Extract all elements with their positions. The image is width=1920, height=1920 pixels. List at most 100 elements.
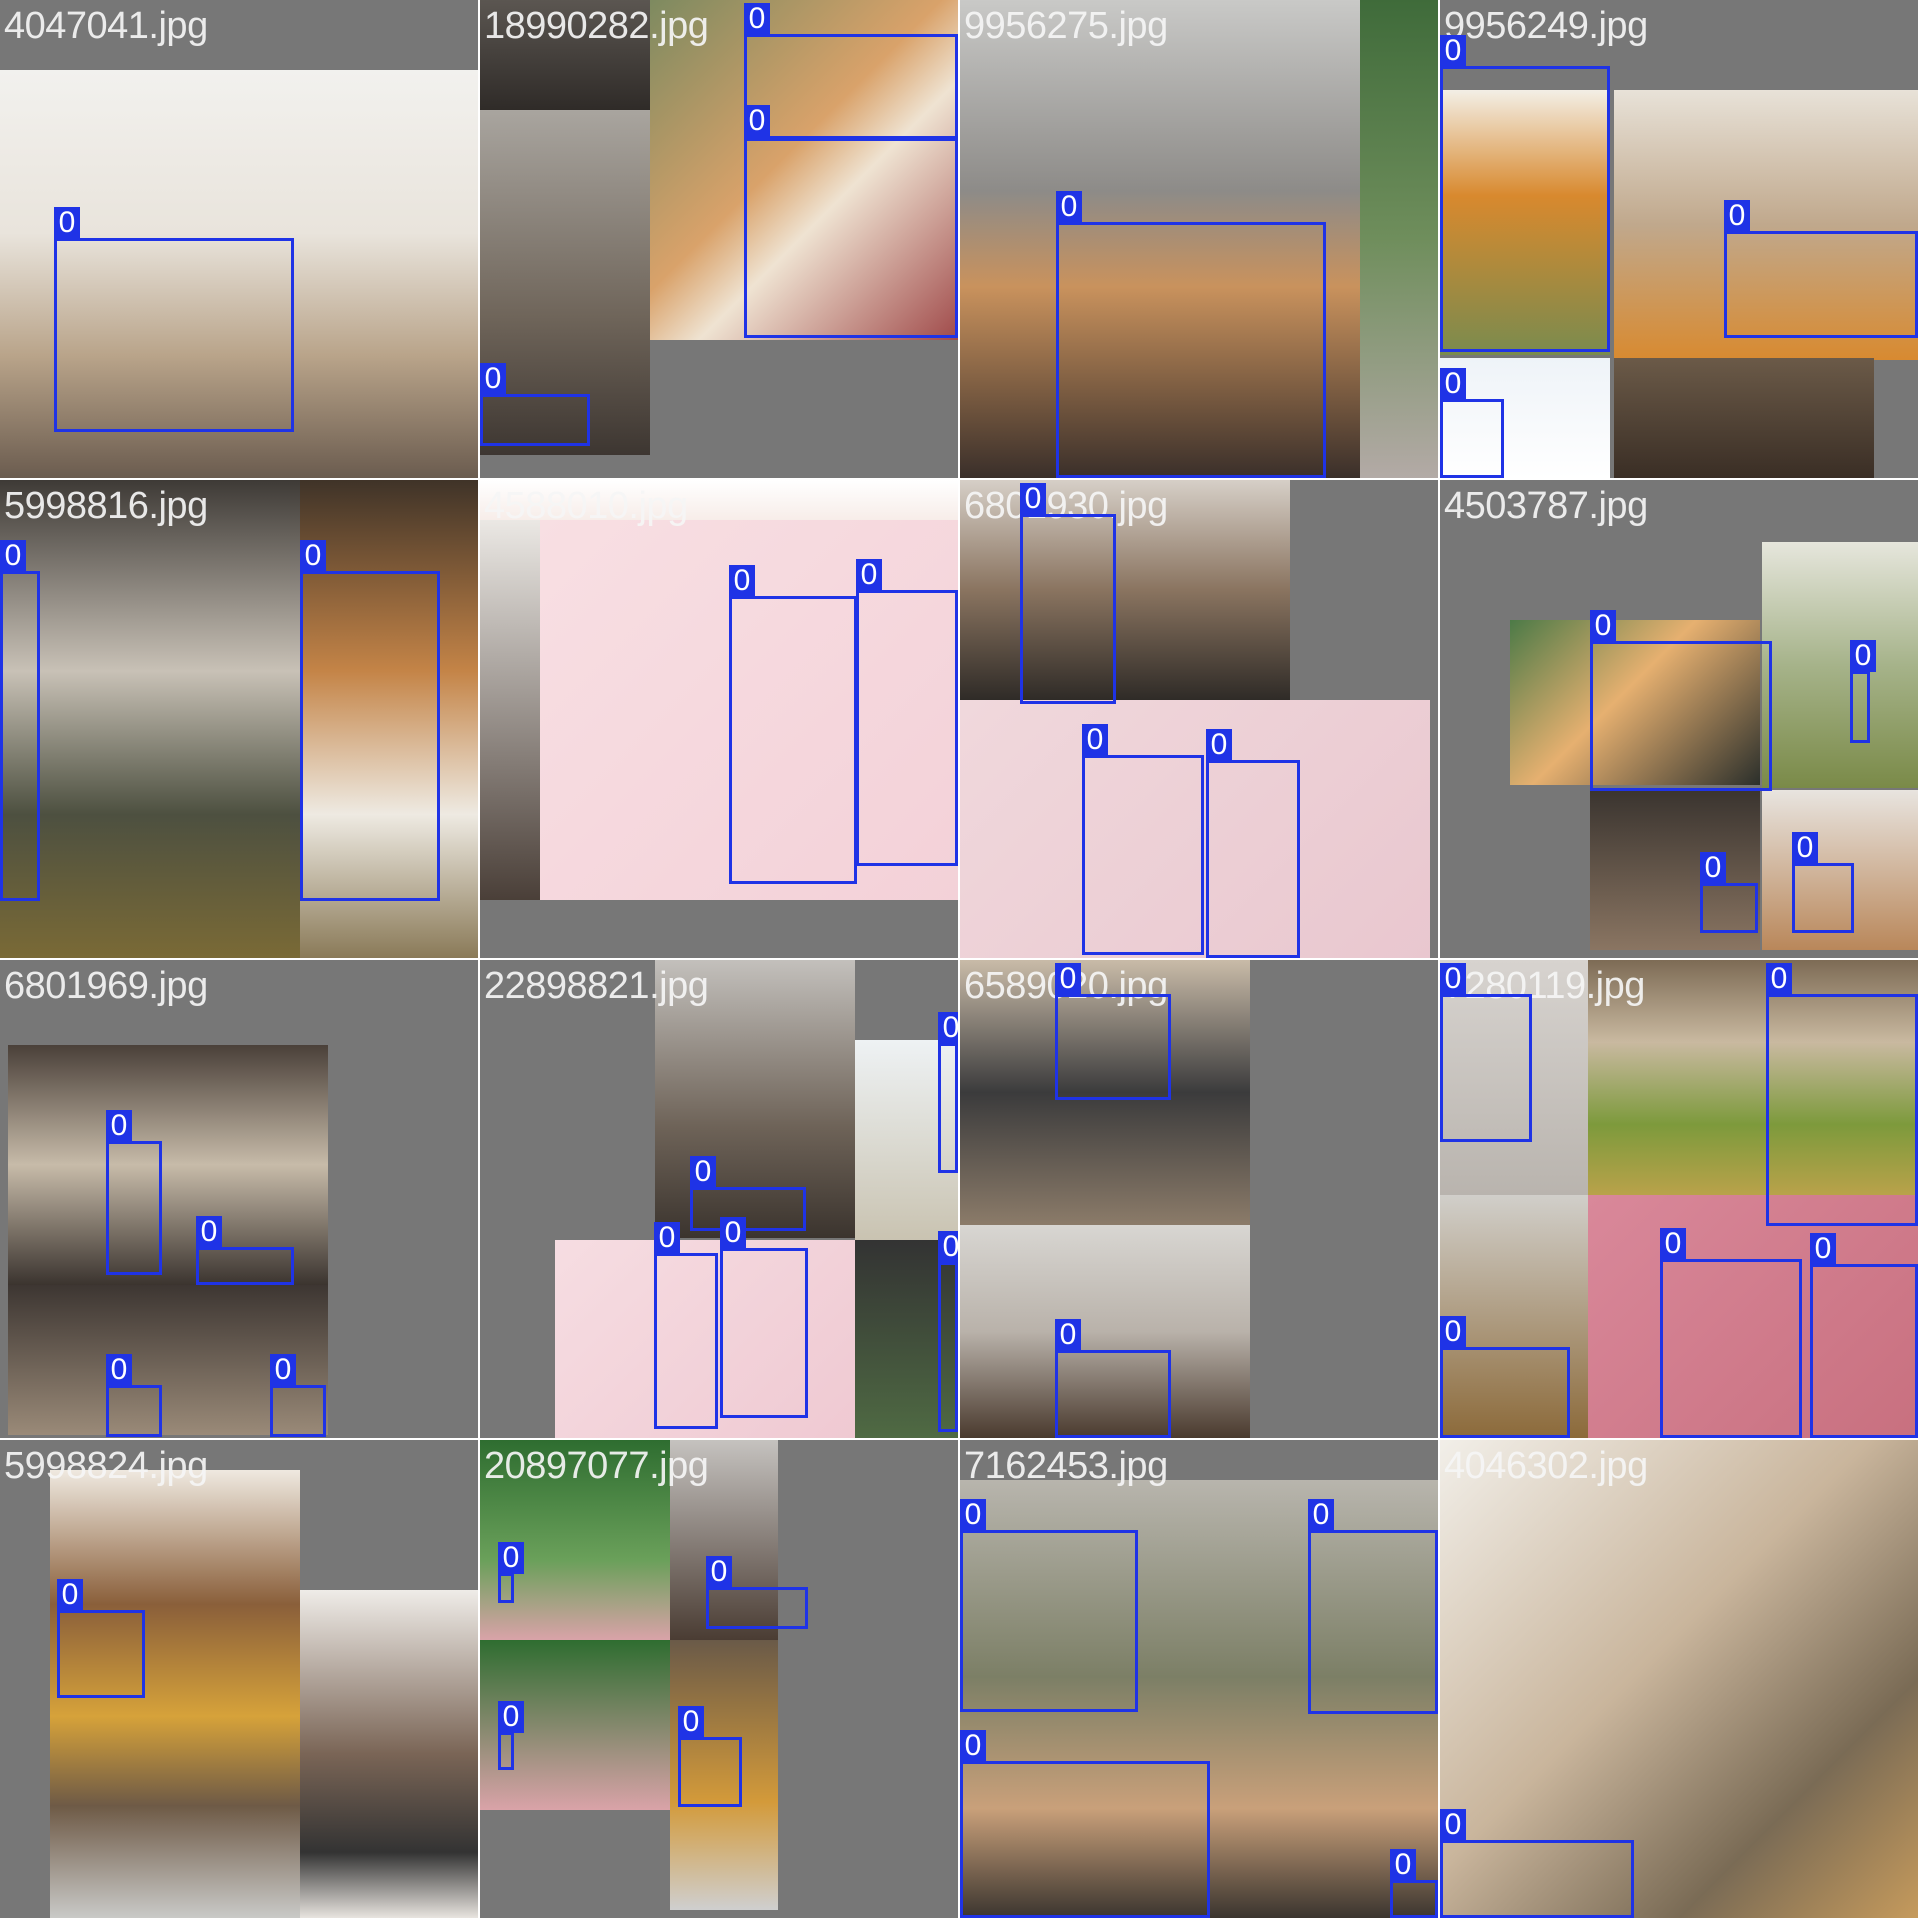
detection-box: 0 bbox=[1590, 610, 1772, 791]
detection-class-label: 0 bbox=[706, 1556, 732, 1588]
tile-filename: 6801930.jpg bbox=[964, 485, 1168, 527]
photo-patch bbox=[480, 110, 650, 455]
photo-patch bbox=[300, 1590, 478, 1918]
detection-box: 0 bbox=[1308, 1499, 1438, 1714]
photo-patch bbox=[1440, 358, 1610, 478]
photo-patch bbox=[1614, 90, 1918, 360]
detection-box: 0 bbox=[196, 1216, 294, 1285]
detection-box: 0 bbox=[57, 1579, 145, 1698]
detection-class-label: 0 bbox=[1055, 1319, 1081, 1351]
detection-box: 0 bbox=[690, 1156, 806, 1231]
tile-filename: 6801969.jpg bbox=[4, 965, 208, 1007]
detection-box: 0 bbox=[1440, 963, 1532, 1142]
photo-patch bbox=[960, 480, 1290, 700]
detection-box: 0 bbox=[1056, 191, 1326, 478]
detection-box: 0 bbox=[744, 105, 958, 338]
detection-class-label: 0 bbox=[196, 1216, 222, 1248]
detection-class-label: 0 bbox=[1390, 1849, 1416, 1881]
detection-box: 0 bbox=[1390, 1849, 1438, 1918]
photo-patch bbox=[1440, 960, 1588, 1195]
detection-class-label: 0 bbox=[744, 105, 770, 137]
detection-class-label: 0 bbox=[729, 565, 755, 597]
photo-patch bbox=[0, 70, 478, 478]
detection-class-label: 0 bbox=[938, 1231, 958, 1263]
detection-box: 0 bbox=[678, 1706, 742, 1807]
photo-patch bbox=[1440, 90, 1610, 355]
detection-box: 0 bbox=[1766, 963, 1918, 1226]
photo-patch bbox=[0, 480, 300, 958]
detection-class-label: 0 bbox=[54, 207, 80, 239]
detection-box: 0 bbox=[654, 1222, 718, 1429]
tile-filename: 18990282.jpg bbox=[484, 5, 709, 47]
detection-box: 0 bbox=[1660, 1228, 1802, 1438]
detection-class-label: 0 bbox=[720, 1217, 746, 1249]
detection-class-label: 0 bbox=[1792, 832, 1818, 864]
detection-box: 0 bbox=[1055, 1319, 1171, 1438]
detection-box: 0 bbox=[1724, 200, 1918, 338]
detection-box: 0 bbox=[960, 1499, 1138, 1712]
photo-patch bbox=[655, 960, 855, 1238]
mosaic-tile: 4588010.jpg 0 0 bbox=[480, 480, 958, 958]
detection-box: 0 bbox=[1440, 368, 1504, 478]
detection-class-label: 0 bbox=[57, 1579, 83, 1611]
detection-box: 0 bbox=[498, 1701, 524, 1770]
detection-box: 0 bbox=[720, 1217, 808, 1418]
detection-box: 0 bbox=[856, 559, 958, 866]
tile-filename: 7280119.jpg bbox=[1444, 965, 1645, 1007]
detection-class-label: 0 bbox=[1056, 191, 1082, 223]
detection-box: 0 bbox=[1055, 963, 1171, 1100]
photo-patch bbox=[1588, 960, 1918, 1195]
photo-patch bbox=[50, 1470, 300, 1918]
photo-patch bbox=[480, 480, 958, 520]
detection-class-label: 0 bbox=[1440, 963, 1466, 995]
tile-filename: 5998816.jpg bbox=[4, 485, 208, 527]
photo-patch bbox=[1762, 790, 1918, 950]
photo-patch bbox=[1440, 1440, 1918, 1918]
detection-class-label: 0 bbox=[300, 540, 326, 572]
tile-filename: 4047041.jpg bbox=[4, 5, 208, 47]
detection-class-label: 0 bbox=[106, 1110, 132, 1142]
tile-filename: 5998824.jpg bbox=[4, 1445, 208, 1487]
detection-box: 0 bbox=[938, 1012, 958, 1173]
detection-class-label: 0 bbox=[654, 1222, 680, 1254]
detection-box: 0 bbox=[1020, 483, 1116, 704]
photo-patch bbox=[480, 0, 650, 110]
mosaic-tile: 4047041.jpg 0 bbox=[0, 0, 478, 478]
detection-box: 0 bbox=[960, 1730, 1210, 1918]
tile-filename: 4588010.jpg bbox=[484, 485, 688, 527]
photo-patch bbox=[480, 1440, 670, 1640]
photo-patch bbox=[1590, 790, 1760, 950]
detection-box: 0 bbox=[1206, 729, 1300, 958]
detection-class-label: 0 bbox=[1206, 729, 1232, 761]
photo-patch bbox=[480, 520, 540, 900]
detection-class-label: 0 bbox=[1810, 1233, 1836, 1265]
detection-class-label: 0 bbox=[938, 1012, 958, 1044]
photo-patch bbox=[1588, 1195, 1918, 1438]
detection-box: 0 bbox=[270, 1354, 326, 1437]
detection-box: 0 bbox=[106, 1110, 162, 1275]
detection-class-label: 0 bbox=[1660, 1228, 1686, 1260]
mosaic-tile: 6801969.jpg 0 0 0 0 bbox=[0, 960, 478, 1438]
photo-patch bbox=[1762, 542, 1918, 788]
tile-filename: 22898821.jpg bbox=[484, 965, 709, 1007]
detection-class-label: 0 bbox=[498, 1542, 524, 1574]
detection-box: 0 bbox=[706, 1556, 808, 1629]
detection-class-label: 0 bbox=[856, 559, 882, 591]
detection-box: 0 bbox=[106, 1354, 162, 1437]
detection-box: 0 bbox=[300, 540, 440, 901]
tile-filename: 9956249.jpg bbox=[1444, 5, 1648, 47]
detection-class-label: 0 bbox=[106, 1354, 132, 1386]
detection-class-label: 0 bbox=[498, 1701, 524, 1733]
photo-patch bbox=[670, 1440, 778, 1640]
detection-class-label: 0 bbox=[744, 3, 770, 35]
